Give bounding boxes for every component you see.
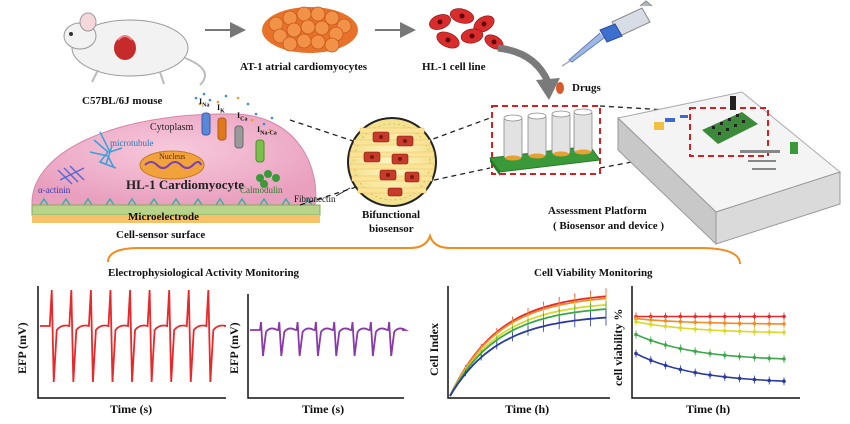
assessment-device xyxy=(616,91,842,246)
nucleus-label: Nucleus xyxy=(159,152,186,161)
channel-naca-label: INa-Ca xyxy=(257,125,277,137)
channel-ca-label: ICa xyxy=(237,111,248,123)
chart4-series-1 xyxy=(635,317,784,325)
chart3-ylabel: Cell Index xyxy=(427,322,441,376)
chart2-trace xyxy=(250,321,409,357)
hl1-cells-icon xyxy=(429,8,504,50)
channel-na-label: INa xyxy=(199,97,210,109)
chart2-ylabel: EFP (mV) xyxy=(227,322,241,374)
chart3-xlabel: Time (h) xyxy=(505,402,550,416)
at1-label: AT-1 atrial cardiomyocytes xyxy=(240,61,368,73)
biosensor-magnified xyxy=(347,117,437,207)
viability-heading: Cell Viability Monitoring xyxy=(534,267,653,279)
microelectrode-label: Microelectrode xyxy=(128,211,200,223)
mouse-icon xyxy=(63,12,206,86)
chart4-series-3 xyxy=(635,333,785,360)
chart4-ylabel: cell viability % xyxy=(611,308,625,386)
chart1-xlabel: Time (s) xyxy=(110,402,153,416)
cell-name: HL-1 Cardiomyocyte xyxy=(126,177,245,192)
platform-label: Assessment Platform xyxy=(548,205,647,217)
chart4-xlabel: Time (h) xyxy=(686,402,731,416)
cell-diagram xyxy=(31,92,321,223)
chart4-series-4 xyxy=(635,352,785,382)
biosensor-label: biosensor xyxy=(369,223,414,235)
at1-cells-icon xyxy=(262,6,358,53)
microtubule-label: microtubule xyxy=(110,138,154,148)
drug-drop-icon xyxy=(556,82,564,94)
cytoplasm-label: Cytoplasm xyxy=(150,122,194,133)
hl1-label: HL-1 cell line xyxy=(422,61,486,73)
electro-heading: Electrophysiological Activity Monitoring xyxy=(108,267,300,279)
calmodulin-label: Calmodulin xyxy=(240,185,283,195)
actinin-label: α-actinin xyxy=(38,185,71,195)
bifunctional-label: Bifunctional xyxy=(362,209,421,221)
well-plate xyxy=(489,105,601,176)
chart4-series-2 xyxy=(635,321,785,334)
mouse-label: C57BL/6J mouse xyxy=(82,95,163,107)
fibronectin-label: Fibronectin xyxy=(294,194,336,204)
channel-k-label: IK xyxy=(217,103,225,115)
chart1-trace xyxy=(40,289,227,383)
platform-sublabel: ( Biosensor and device ) xyxy=(553,220,665,232)
chart2-xlabel: Time (s) xyxy=(302,402,345,416)
surface-label: Cell-sensor surface xyxy=(116,229,206,241)
drugs-label: Drugs xyxy=(572,82,601,94)
pipette-icon xyxy=(561,0,653,67)
chart1-ylabel: EFP (mV) xyxy=(15,322,29,374)
